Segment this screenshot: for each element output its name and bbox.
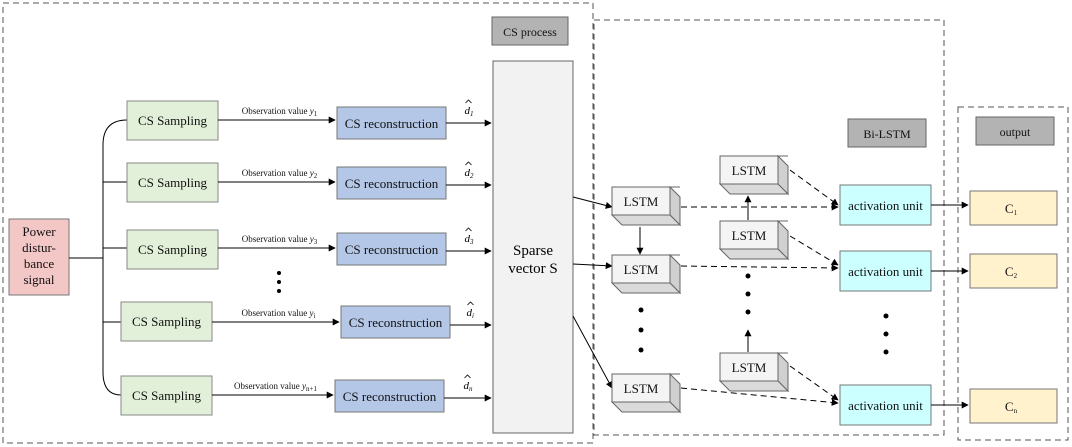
cs-reconstruction-label: CS reconstruction	[343, 389, 437, 404]
cs-reconstruction-box: CS reconstruction	[340, 305, 451, 339]
lstm-block: LSTM	[718, 154, 790, 196]
svg-text:CS process: CS process	[503, 25, 557, 39]
lstm-label: LSTM	[624, 262, 659, 277]
svg-text:Sparse: Sparse	[513, 243, 553, 259]
cs-reconstruction-label: CS reconstruction	[345, 242, 439, 257]
output-header: output	[975, 116, 1055, 146]
lstm-block: LSTM	[610, 185, 682, 227]
cs-reconstruction-box: CS reconstruction	[336, 106, 447, 140]
cs-sampling-label: CS Sampling	[138, 113, 207, 128]
activation-unit-box: activation unit	[839, 184, 932, 226]
lstm-label: LSTM	[732, 228, 767, 243]
activation-units: activation unit activation unit activation…	[839, 184, 969, 426]
cs-reconstruction-box: CS reconstruction	[336, 232, 447, 266]
cs-sampling-box: CS Sampling	[120, 301, 213, 342]
lstm-label: LSTM	[732, 163, 767, 178]
activation-unit-box: activation unit	[839, 384, 932, 426]
cs-sampling-box: CS Sampling	[126, 229, 219, 270]
estimate-label: d3	[465, 233, 475, 246]
input-branch-lines	[69, 119, 128, 396]
cs-reconstruction-box: CS reconstruction	[336, 166, 447, 200]
sparse-to-lstm-arrows	[572, 196, 613, 389]
estimate-label: d1	[465, 105, 474, 118]
observation-value-label: Observation value y3	[242, 234, 318, 246]
hat-accent	[467, 301, 474, 306]
svg-text:distur-: distur-	[22, 240, 56, 255]
row-ellipsis-dots	[277, 271, 281, 293]
cs-process-frame	[2, 2, 594, 444]
svg-text:vector S: vector S	[508, 261, 558, 277]
output-class-box: Cn	[969, 388, 1058, 424]
estimate-label: dn	[464, 380, 474, 393]
sparse-vector-box: Sparse vector S	[492, 60, 574, 434]
activation-unit-label: activation unit	[848, 198, 923, 213]
output-class-label: Cn	[1005, 399, 1018, 415]
lstm-block: LSTM	[610, 372, 682, 414]
cs-sampling-box: CS Sampling	[120, 375, 213, 416]
lstm-blocks: LSTM LSTM LSTM LSTM LSTM LSTM	[610, 154, 790, 414]
observation-value-label: Observation value yn+1	[234, 381, 317, 393]
hat-accent	[464, 374, 471, 379]
bilstm-frame	[593, 19, 945, 436]
observation-value-label: Observation value y1	[242, 106, 318, 118]
cs-sampling-label: CS Sampling	[138, 175, 207, 190]
lstm-block: LSTM	[718, 351, 790, 393]
cs-sampling-label: CS Sampling	[132, 314, 201, 329]
activation-unit-label: activation unit	[848, 398, 923, 413]
activation-unit-label: activation unit	[848, 264, 923, 279]
output-frame	[957, 106, 1069, 441]
cs-sampling-label: CS Sampling	[132, 388, 201, 403]
cs-sampling-box: CS Sampling	[126, 100, 219, 141]
svg-text:output: output	[1000, 125, 1031, 139]
output-class-label: C2	[1005, 264, 1018, 280]
observation-value-label: Observation value yi	[242, 308, 316, 320]
activation-unit-box: activation unit	[839, 250, 932, 292]
hat-accent	[465, 227, 472, 232]
lstm-ellipsis-dots	[638, 273, 889, 355]
hat-accent	[465, 99, 472, 104]
cs-process-header: CS process	[491, 16, 569, 46]
reconstruction-rows: Observation value y1 CS reconstruction d1O…	[212, 99, 492, 413]
estimate-label: d2	[465, 167, 475, 180]
svg-text:Bi-LSTM: Bi-LSTM	[863, 127, 911, 141]
lstm-vertical-arrows	[636, 195, 752, 352]
svg-text:Power: Power	[22, 224, 56, 239]
power-disturbance-signal-box: Power distur- bance signal	[8, 218, 70, 296]
output-class-label: C1	[1005, 201, 1018, 217]
svg-text:bance: bance	[24, 256, 55, 271]
bilstm-header: Bi-LSTM	[847, 118, 927, 148]
hat-accent	[465, 161, 472, 166]
cs-reconstruction-label: CS reconstruction	[345, 116, 439, 131]
observation-value-label: Observation value y2	[242, 168, 318, 180]
lstm-label: LSTM	[624, 381, 659, 396]
cs-sampling-label: CS Sampling	[138, 242, 207, 257]
lstm-label: LSTM	[732, 360, 767, 375]
output-class-box: C1	[969, 190, 1058, 226]
lstm-label: LSTM	[624, 194, 659, 209]
lstm-block: LSTM	[718, 219, 790, 261]
output-class-box: C2	[969, 253, 1058, 289]
lstm-block: LSTM	[610, 253, 682, 295]
svg-text:signal: signal	[23, 272, 54, 287]
cs-reconstruction-label: CS reconstruction	[345, 176, 439, 191]
cs-reconstruction-label: CS reconstruction	[349, 315, 443, 330]
lstm-to-activation-dashed	[680, 169, 839, 406]
cs-sampling-box: CS Sampling	[126, 162, 219, 203]
sampling-boxes: CS Sampling CS Sampling CS Sampling CS Samp…	[120, 100, 219, 416]
cs-reconstruction-box: CS reconstruction	[334, 379, 445, 413]
estimate-label: di	[467, 307, 475, 320]
